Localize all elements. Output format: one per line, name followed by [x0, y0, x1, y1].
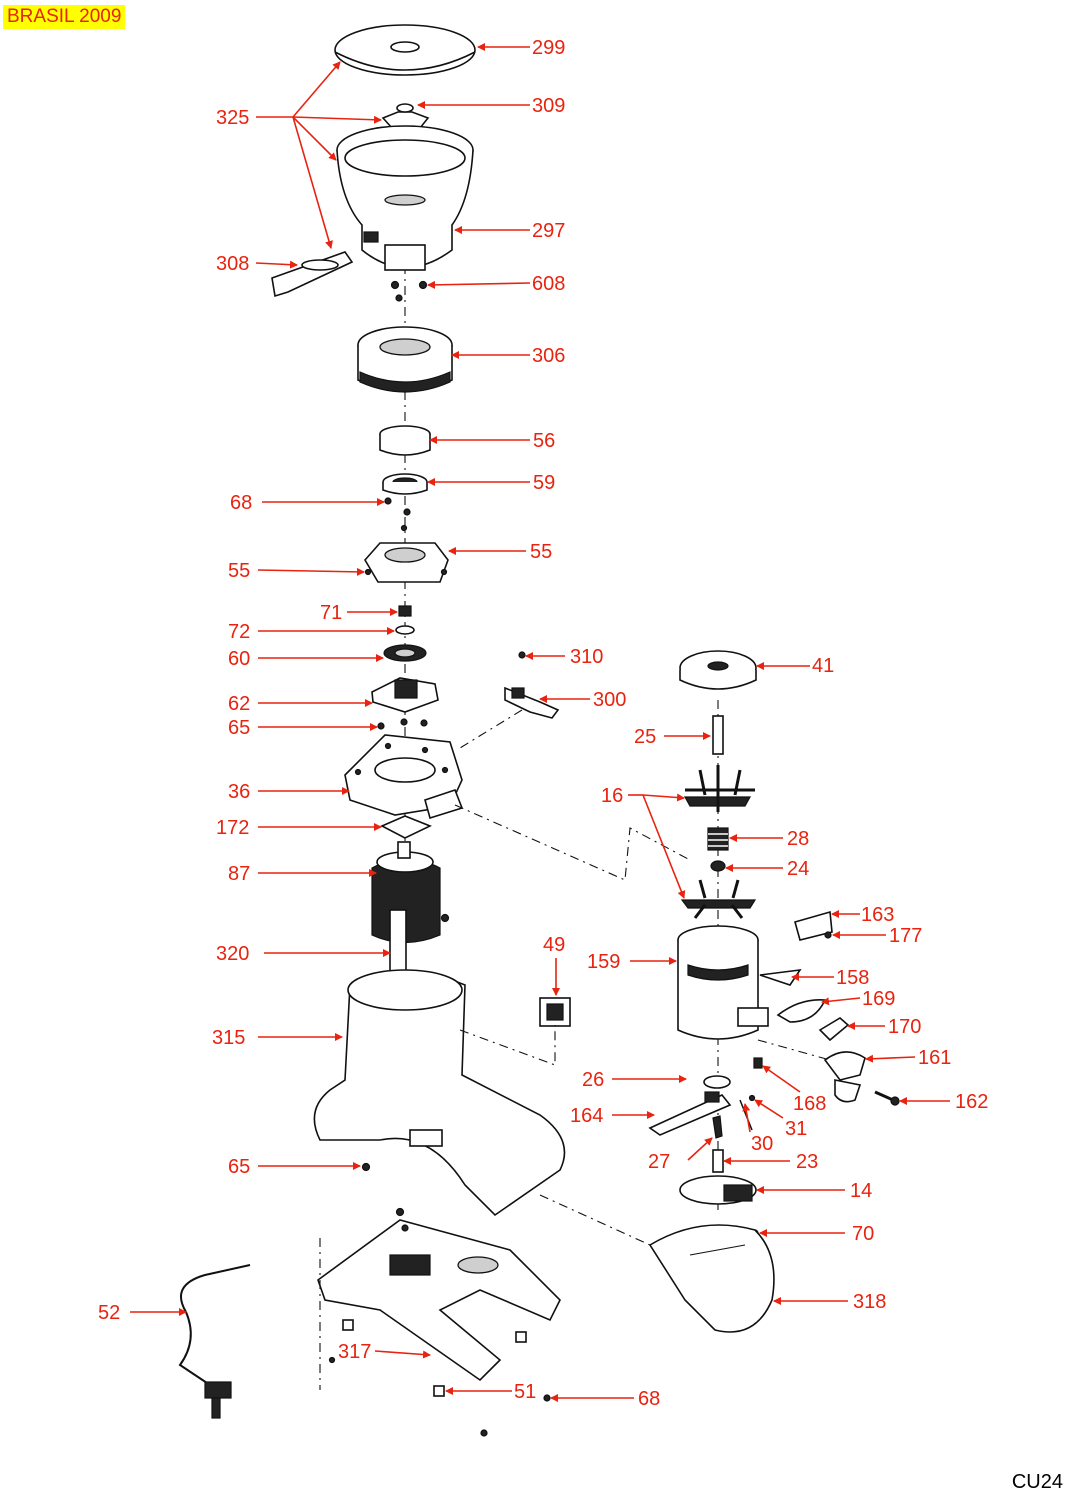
hopper — [336, 125, 474, 271]
callout-30: 30 — [751, 1133, 773, 1155]
callout-87: 87 — [228, 863, 250, 885]
grinder-body — [313, 969, 566, 1217]
callout-71: 71 — [320, 602, 342, 624]
callout-numbers: 299 325 309 297 308 608 306 56 59 68 55 … — [98, 37, 988, 1410]
doser-star-lower — [680, 879, 757, 919]
connection-lines — [454, 804, 831, 1246]
callout-164: 164 — [570, 1105, 603, 1127]
callout-49: 49 — [543, 934, 565, 956]
callout-25: 25 — [634, 726, 656, 748]
doser-spring — [707, 827, 729, 851]
callout-169: 169 — [862, 988, 895, 1010]
callout-317: 317 — [338, 1341, 371, 1363]
callout-170: 170 — [888, 1016, 921, 1038]
timer-knob — [504, 686, 560, 719]
callout-62: 62 — [228, 693, 250, 715]
callout-28: 28 — [787, 828, 809, 850]
callout-23: 23 — [796, 1151, 818, 1173]
callout-297: 297 — [532, 220, 565, 242]
hopper-screws — [390, 280, 428, 302]
callout-14: 14 — [850, 1180, 872, 1202]
grinding-chamber — [344, 734, 464, 820]
burr-flange — [364, 542, 449, 583]
nut — [398, 605, 412, 617]
diagram-code: CU24 — [1011, 1471, 1063, 1493]
power-switch — [539, 997, 571, 1027]
callout-65-top: 65 — [228, 717, 250, 739]
callout-162: 162 — [955, 1091, 988, 1113]
release-lever — [648, 1091, 732, 1136]
callout-55-right: 55 — [530, 541, 552, 563]
lever-screw — [874, 1090, 900, 1106]
callout-299: 299 — [532, 37, 565, 59]
callout-320: 320 — [216, 943, 249, 965]
callout-159: 159 — [587, 951, 620, 973]
motor — [371, 841, 450, 944]
doser-spring-ring — [703, 1075, 731, 1089]
callout-51: 51 — [514, 1381, 536, 1403]
doser-lid — [679, 650, 757, 690]
doser-bottom-shaft — [712, 1149, 724, 1173]
doser-star — [683, 765, 755, 812]
hopper-lid — [334, 24, 476, 76]
callout-306: 306 — [532, 345, 565, 367]
doser-pin — [712, 1115, 723, 1139]
main-assembly — [178, 24, 571, 1437]
callout-59: 59 — [533, 472, 555, 494]
washer — [395, 625, 415, 635]
callout-172: 172 — [216, 817, 249, 839]
callout-310: 310 — [570, 646, 603, 668]
callout-177: 177 — [889, 925, 922, 947]
callout-163: 163 — [861, 904, 894, 926]
callout-325: 325 — [216, 107, 249, 129]
callout-315: 315 — [212, 1027, 245, 1049]
doser-shaft — [712, 715, 724, 755]
callout-55-left: 55 — [228, 560, 250, 582]
callout-36: 36 — [228, 781, 250, 803]
burr-carrier-ring — [379, 425, 431, 456]
spring-pin — [753, 1057, 763, 1069]
hopper-shutter — [271, 251, 354, 298]
callout-31: 31 — [785, 1118, 807, 1140]
callout-168: 168 — [793, 1093, 826, 1115]
doser-plate — [818, 1017, 850, 1042]
callout-26: 26 — [582, 1069, 604, 1091]
callout-318: 318 — [853, 1291, 886, 1313]
region-badge: BRASIL 2009 — [3, 5, 126, 29]
callout-608: 608 — [532, 273, 565, 295]
callout-158: 158 — [836, 967, 869, 989]
callout-68-bottom: 68 — [638, 1388, 660, 1410]
callout-70: 70 — [852, 1223, 874, 1245]
callout-72: 72 — [228, 621, 250, 643]
callout-52: 52 — [98, 1302, 120, 1324]
callout-308: 308 — [216, 253, 249, 275]
callout-leaders — [130, 43, 950, 1402]
callout-41: 41 — [812, 655, 834, 677]
doser-cover — [648, 1224, 775, 1333]
callout-16: 16 — [601, 785, 623, 807]
doser-assembly — [648, 650, 900, 1333]
callout-68: 68 — [230, 492, 252, 514]
doser-cover-plate — [776, 998, 827, 1023]
callout-65-bottom: 65 — [228, 1156, 250, 1178]
burr-holder — [371, 677, 439, 713]
doser-lever — [823, 1051, 866, 1103]
gasket — [380, 815, 432, 839]
callout-56: 56 — [533, 430, 555, 452]
doser-base — [679, 1175, 757, 1205]
callout-60: 60 — [228, 648, 250, 670]
callout-300: 300 — [593, 689, 626, 711]
adjustment-ring — [357, 326, 453, 393]
callout-24: 24 — [787, 858, 809, 880]
base-plate — [317, 1219, 561, 1382]
lower-burr — [383, 644, 427, 662]
callout-27: 27 — [648, 1151, 670, 1173]
upper-burr — [382, 473, 428, 495]
power-cord — [178, 1264, 251, 1419]
callout-309: 309 — [532, 95, 565, 117]
doser-body — [677, 925, 769, 1040]
callout-161: 161 — [918, 1047, 951, 1069]
